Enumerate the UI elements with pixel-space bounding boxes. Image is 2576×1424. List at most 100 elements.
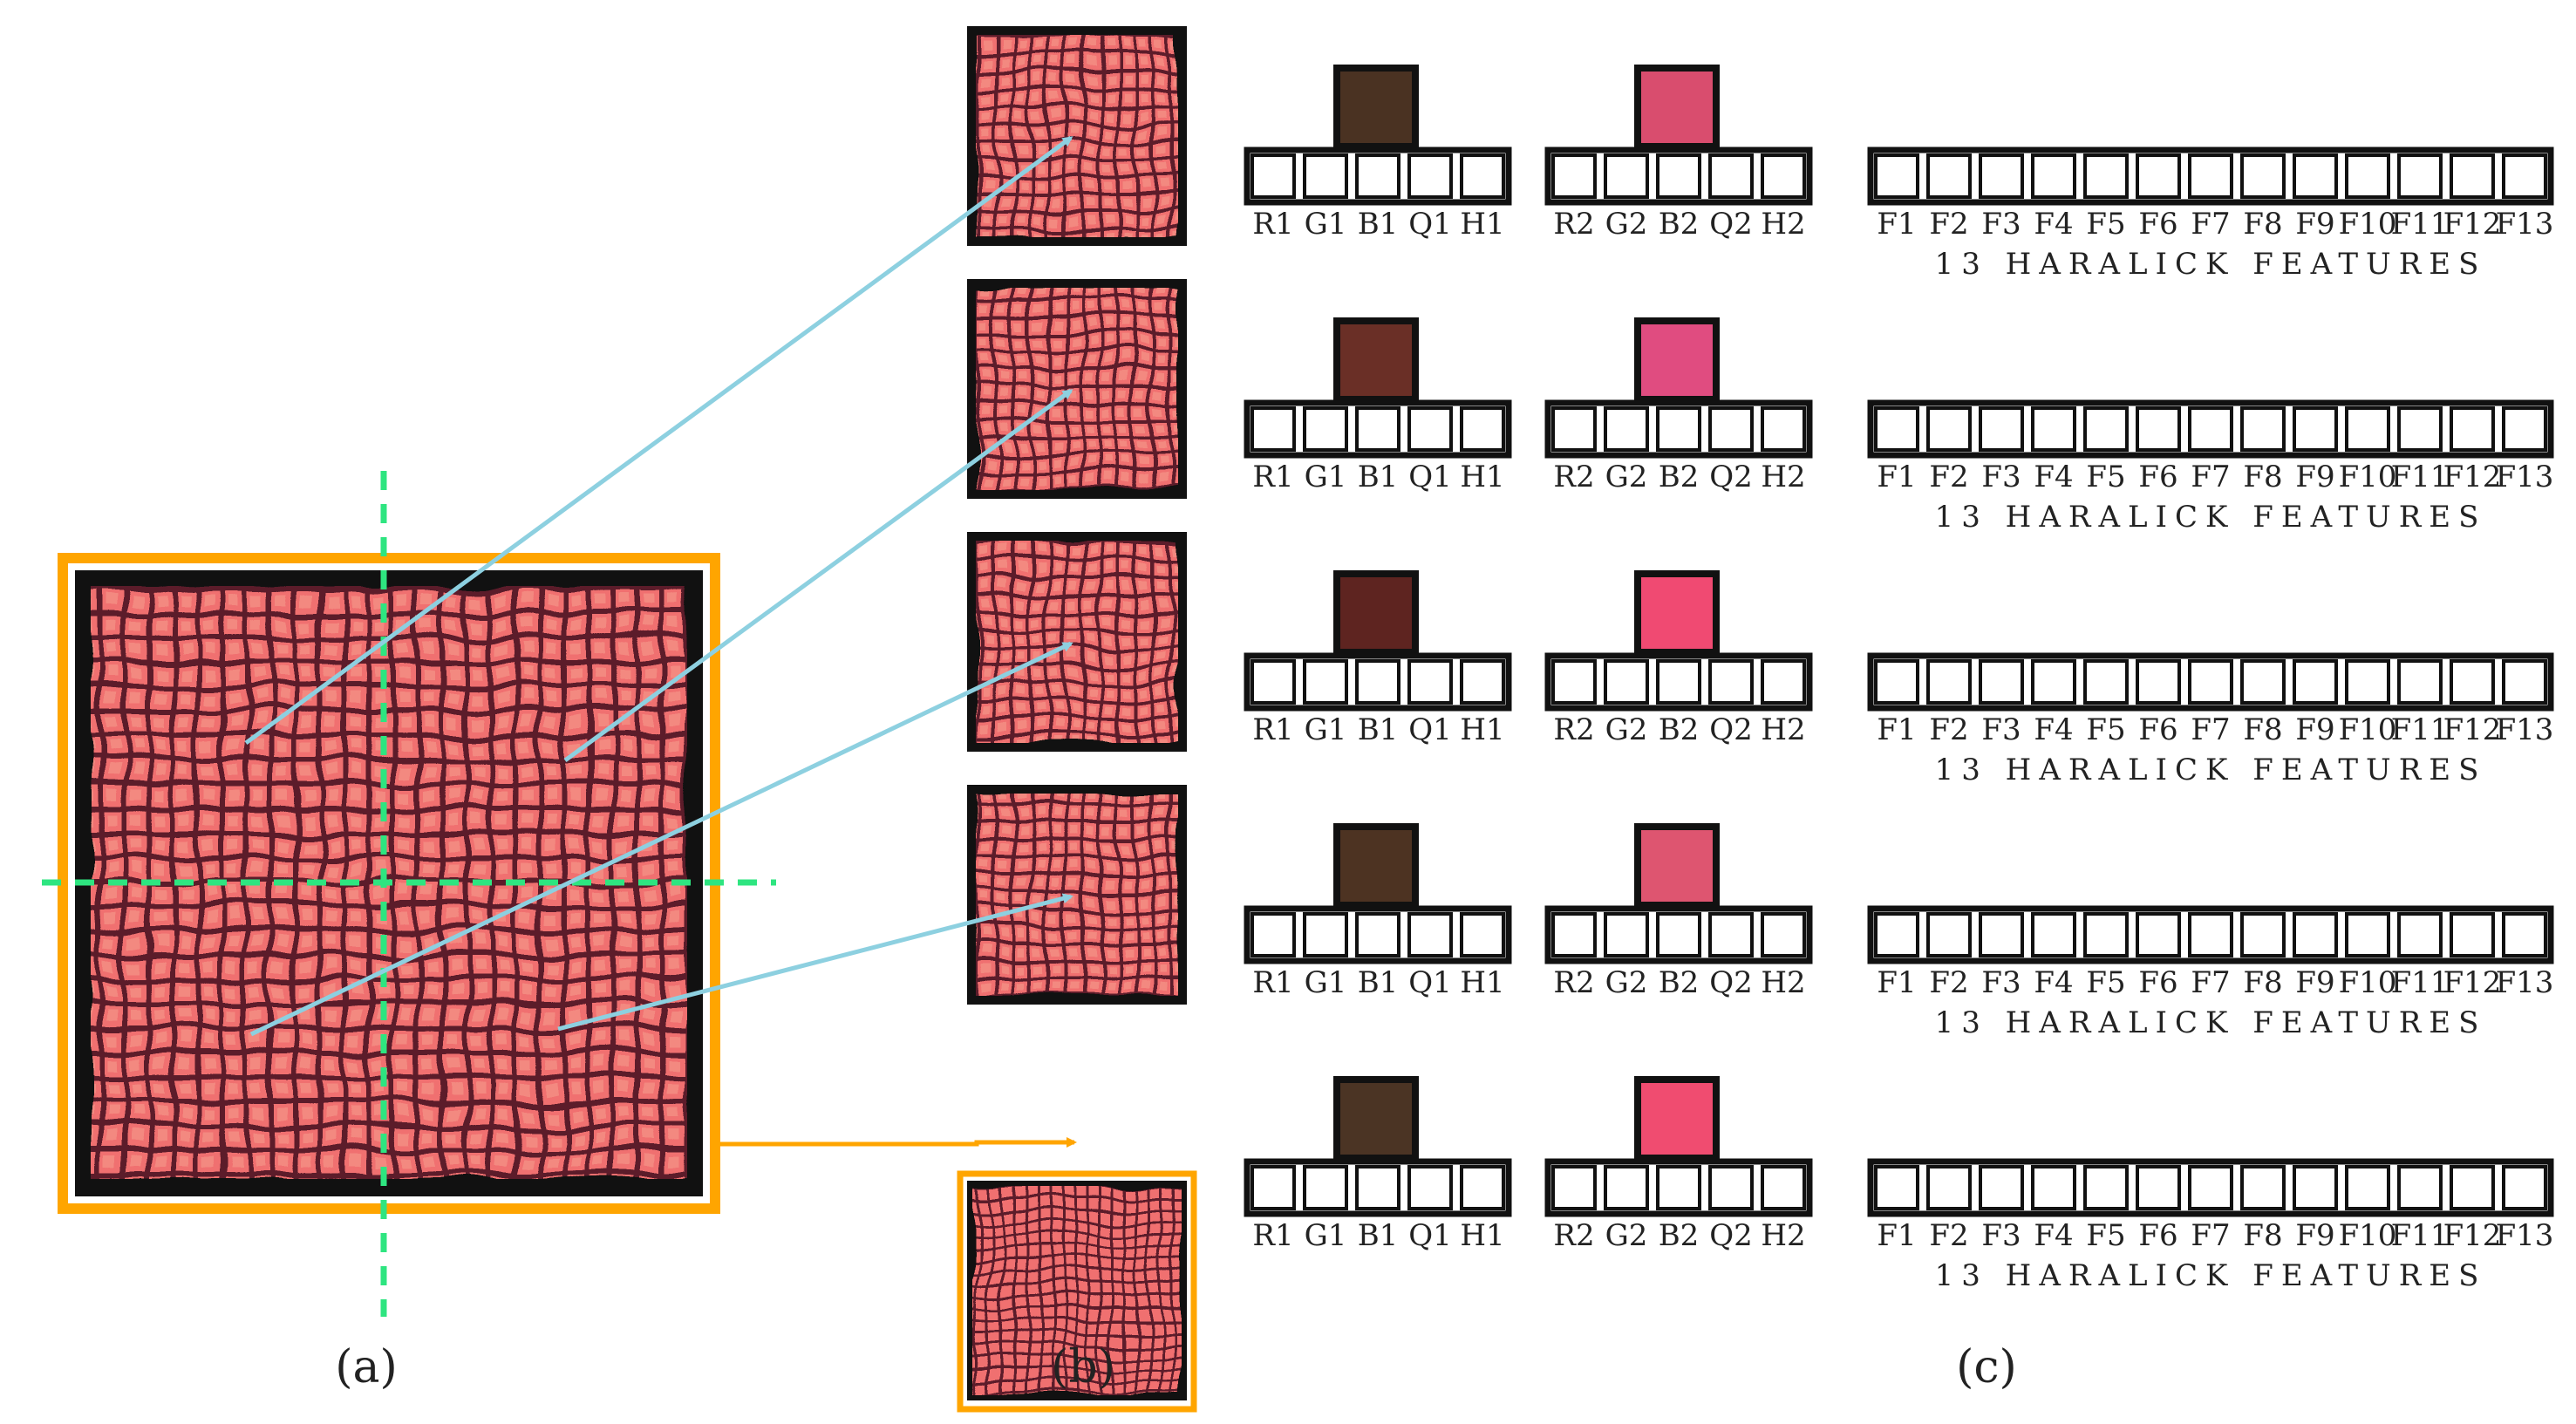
vector-cell [2136, 406, 2181, 452]
feature-label: F11 [2391, 712, 2450, 747]
feature-label: F8 [2243, 712, 2282, 747]
vector-cell [1979, 153, 2024, 199]
feature-label: F12 [2443, 965, 2502, 1000]
vector-cell [1460, 912, 1505, 957]
vector-cell [1761, 912, 1806, 957]
feature-label: R1 [1252, 965, 1293, 1000]
vector-cell [2031, 659, 2076, 705]
feature-label: F7 [2191, 965, 2230, 1000]
vector-cell [2450, 912, 2495, 957]
feature-label: H1 [1460, 1218, 1504, 1253]
patch-column [957, 26, 1197, 1413]
feature-label: F5 [2086, 207, 2125, 242]
feature-label: G2 [1605, 460, 1648, 494]
feature-label: F8 [2243, 207, 2282, 242]
secondary-color-swatch [1634, 823, 1720, 909]
feature-label: R1 [1252, 1218, 1293, 1253]
feature-label: F3 [1981, 1218, 2021, 1253]
vector-cell [2031, 1165, 2076, 1210]
vector-cell [2397, 406, 2443, 452]
vector-cell [1251, 406, 1296, 452]
feature-label: F13 [2496, 460, 2554, 494]
vector-cell [2240, 406, 2286, 452]
feature-label: F1 [1877, 1218, 1916, 1253]
feature-label: G1 [1305, 712, 1347, 747]
feature-label: F3 [1981, 965, 2021, 1000]
patch-highlight-frame [957, 1170, 1197, 1413]
vector-cell [1551, 659, 1597, 705]
feature-label: H2 [1761, 712, 1805, 747]
vector-cell [1355, 912, 1400, 957]
vector-cell [2188, 1165, 2233, 1210]
vector-cell [1874, 912, 1919, 957]
primary-color-swatch [1333, 317, 1419, 403]
feature-label: F13 [2496, 207, 2554, 242]
vector-cell [2083, 153, 2129, 199]
feature-label: R2 [1553, 712, 1594, 747]
vector-cell [2450, 406, 2495, 452]
feature-label: F4 [2034, 965, 2073, 1000]
vector-cell [2083, 406, 2129, 452]
feature-label: G1 [1305, 1218, 1347, 1253]
feature-label: F11 [2391, 1218, 2450, 1253]
feature-label: F3 [1981, 460, 2021, 494]
vector-cell [1551, 153, 1597, 199]
patch-image [976, 288, 1178, 490]
feature-label: F11 [2391, 460, 2450, 494]
vector-cell [1407, 406, 1453, 452]
vector-cell [1926, 153, 1972, 199]
secondary-color-swatch [1634, 1076, 1720, 1162]
feature-label: F4 [2034, 1218, 2073, 1253]
vector-cell [1604, 912, 1649, 957]
vector-cell [1551, 1165, 1597, 1210]
feature-label: F9 [2295, 1218, 2334, 1253]
vector-cell [2345, 1165, 2390, 1210]
feature-label: Q2 [1709, 712, 1753, 747]
vector-cell [1251, 659, 1296, 705]
feature-label: F2 [1929, 712, 1968, 747]
feature-label: F8 [2243, 965, 2282, 1000]
vector-cell [1551, 912, 1597, 957]
vector-cell [1979, 406, 2024, 452]
vector-cell [2345, 153, 2390, 199]
vector-cell [1303, 153, 1348, 199]
vector-cell [2293, 406, 2338, 452]
vector-cell [2450, 659, 2495, 705]
feature-label: Q2 [1709, 965, 1753, 1000]
feature-label: F4 [2034, 460, 2073, 494]
vector-cell [1708, 659, 1754, 705]
patch-image [976, 541, 1178, 743]
vector-cell [1656, 406, 1701, 452]
vector-cell [1407, 153, 1453, 199]
vector-cell [2031, 153, 2076, 199]
vector-cell [2136, 659, 2181, 705]
feature-label: B2 [1659, 207, 1700, 242]
vector-cell [2450, 1165, 2495, 1210]
primary-color-swatch [1333, 65, 1419, 150]
feature-label: F6 [2138, 965, 2177, 1000]
vector-cell [2188, 153, 2233, 199]
feature-label: B1 [1358, 712, 1399, 747]
vector-cell [1604, 1165, 1649, 1210]
vector-cell [2240, 1165, 2286, 1210]
haralick-title: 13 HARALICK FEATURES [1935, 500, 2487, 535]
feature-label: F2 [1929, 1218, 1968, 1253]
caption-a: (a) [335, 1341, 398, 1393]
vector-cell [1551, 406, 1597, 452]
vector-cell [1708, 406, 1754, 452]
secondary-color-swatch [1634, 570, 1720, 656]
feature-label: Q2 [1709, 207, 1753, 242]
patch-3 [967, 532, 1187, 752]
feature-label: B2 [1659, 965, 1700, 1000]
feature-label: F5 [2086, 1218, 2125, 1253]
haralick-title: 13 HARALICK FEATURES [1935, 247, 2487, 282]
feature-label: F13 [2496, 712, 2554, 747]
vector-cell [1708, 1165, 1754, 1210]
